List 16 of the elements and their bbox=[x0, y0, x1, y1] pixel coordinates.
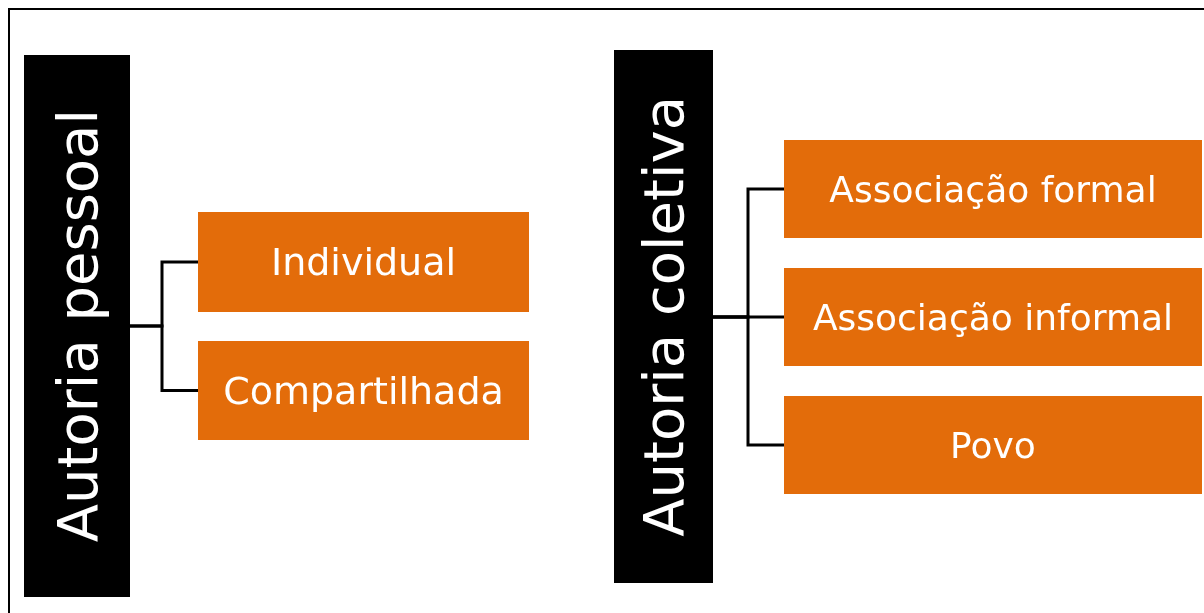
category-label: Associação formal bbox=[829, 168, 1157, 210]
category-label: Compartilhada bbox=[223, 368, 504, 413]
category-box bbox=[198, 341, 529, 440]
category-box bbox=[784, 140, 1202, 238]
category-label: Individual bbox=[270, 240, 457, 284]
heading-bar bbox=[614, 50, 713, 583]
bracket-connector bbox=[130, 324, 198, 392]
category-label: Povo bbox=[950, 424, 1036, 466]
bracket-connector bbox=[713, 315, 784, 447]
heading-text: Autoria pessoal bbox=[44, 109, 110, 543]
category-box bbox=[784, 268, 1202, 366]
category-label: Associação informal bbox=[812, 296, 1174, 338]
heading-bar bbox=[24, 55, 130, 597]
category-box bbox=[784, 396, 1202, 494]
category-box bbox=[198, 212, 529, 312]
heading-text: Autoria coletiva bbox=[631, 96, 696, 537]
